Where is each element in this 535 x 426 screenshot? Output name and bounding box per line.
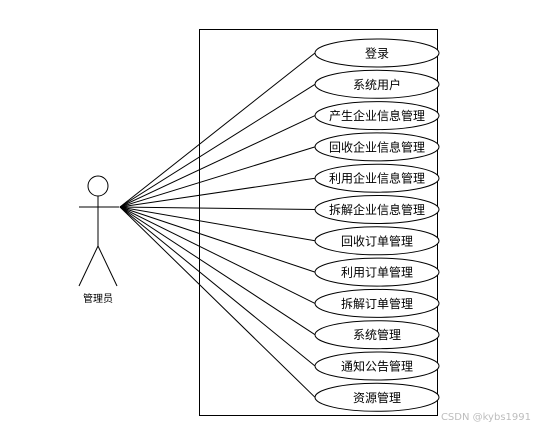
association-lines <box>119 52 316 398</box>
use-case[interactable]: 利用企业信息管理 <box>314 163 440 193</box>
system-boundary <box>199 29 438 416</box>
use-case-label: 资源管理 <box>353 390 401 405</box>
use-case[interactable]: 利用订单管理 <box>314 257 440 287</box>
use-case[interactable]: 系统用户 <box>314 69 440 99</box>
use-case-ellipse <box>314 351 440 381</box>
actor-label: 管理员 <box>83 292 113 305</box>
association-line <box>119 206 316 398</box>
use-case-ellipse <box>314 320 440 350</box>
use-case-label: 通知公告管理 <box>341 359 413 374</box>
use-case-label: 回收企业信息管理 <box>329 139 425 154</box>
use-case-label: 回收订单管理 <box>341 233 413 248</box>
association-line <box>119 115 316 208</box>
association-line <box>119 206 316 336</box>
use-case-ellipse <box>314 195 440 224</box>
actor-figure <box>78 175 119 287</box>
use-case-list: 登录系统用户产生企业信息管理回收企业信息管理利用企业信息管理拆解企业信息管理回收… <box>314 38 440 412</box>
association-line <box>119 52 316 208</box>
association-line <box>119 206 316 242</box>
actor-head <box>87 175 109 197</box>
use-case-ellipse <box>314 382 440 412</box>
use-case[interactable]: 拆解企业信息管理 <box>314 195 440 224</box>
use-case[interactable]: 拆解订单管理 <box>314 288 440 318</box>
use-case[interactable]: 产生企业信息管理 <box>314 101 440 131</box>
association-line <box>119 206 316 304</box>
use-case-ellipse <box>314 101 440 131</box>
association-line <box>119 206 316 210</box>
use-case-ellipse <box>314 132 440 162</box>
use-case[interactable]: 回收企业信息管理 <box>314 132 440 162</box>
actor-left-leg <box>78 245 99 287</box>
use-case-label: 系统管理 <box>353 327 401 342</box>
use-case[interactable]: 登录 <box>314 38 440 68</box>
use-case-label: 利用订单管理 <box>341 265 413 280</box>
use-case-ellipse <box>314 163 440 193</box>
use-case-ellipse <box>314 38 440 68</box>
association-line <box>119 206 316 273</box>
use-case[interactable]: 系统管理 <box>314 320 440 350</box>
use-case-label: 登录 <box>365 46 389 61</box>
use-case-label: 拆解订单管理 <box>341 296 413 311</box>
use-case-label: 利用企业信息管理 <box>329 171 425 186</box>
actor-right-leg <box>97 245 118 287</box>
association-line <box>119 146 316 208</box>
use-case-ellipse <box>314 257 440 287</box>
use-case[interactable]: 通知公告管理 <box>314 351 440 381</box>
use-case-ellipse <box>314 69 440 99</box>
use-case[interactable]: 回收订单管理 <box>314 226 440 256</box>
association-line <box>119 83 316 208</box>
use-case-label: 拆解企业信息管理 <box>329 202 425 217</box>
association-line <box>119 206 316 367</box>
association-line <box>119 177 316 208</box>
watermark: CSDN @kybs1991 <box>441 412 531 423</box>
use-case[interactable]: 资源管理 <box>314 382 440 412</box>
use-case-label: 产生企业信息管理 <box>329 108 425 123</box>
use-case-ellipse <box>314 288 440 318</box>
use-case-label: 系统用户 <box>353 77 401 92</box>
use-case-ellipse <box>314 226 440 256</box>
